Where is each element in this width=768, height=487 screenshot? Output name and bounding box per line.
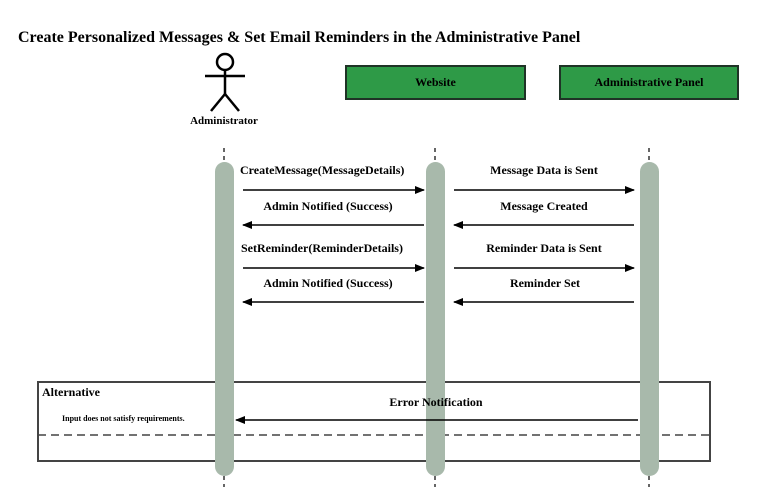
message-label: Reminder Data is Sent <box>486 241 601 255</box>
message-label: CreateMessage(MessageDetails) <box>240 163 404 177</box>
activation-bar-admin-panel <box>640 162 659 476</box>
participant-box-website <box>345 65 526 100</box>
participant-label-website: Website <box>415 75 456 89</box>
stick-figure-icon <box>205 52 245 112</box>
participant-admin-panel: Administrative Panel <box>559 65 739 100</box>
diagram-title: Create Personalized Messages & Set Email… <box>18 29 581 46</box>
messages: CreateMessage(MessageDetails) Message Da… <box>235 163 638 424</box>
activation-bar-website <box>426 162 445 476</box>
participant-label-admin-panel: Administrative Panel <box>595 75 705 89</box>
message-label: Error Notification <box>389 395 483 409</box>
participant-website: Website <box>345 65 526 100</box>
message-label: Message Data is Sent <box>490 163 598 177</box>
frame-guard-condition: Input does not satisfy requirements. <box>62 414 185 423</box>
frame-title: Alternative <box>42 385 101 399</box>
participant-box-admin-panel <box>559 65 739 100</box>
message-label: Message Created <box>500 199 588 213</box>
activation-bars <box>215 162 659 476</box>
message-label: Admin Notified (Success) <box>263 276 392 290</box>
administrator-actor: Administrator <box>190 52 258 127</box>
frame-border <box>37 381 711 462</box>
activation-bar-administrator <box>215 162 234 476</box>
message-label: Admin Notified (Success) <box>263 199 392 213</box>
actor-label-administrator: Administrator <box>190 115 258 127</box>
alternative-frame: Alternative Input does not satisfy requi… <box>37 381 711 462</box>
message-label: SetReminder(ReminderDetails) <box>241 241 403 255</box>
message-label: Reminder Set <box>510 276 580 290</box>
